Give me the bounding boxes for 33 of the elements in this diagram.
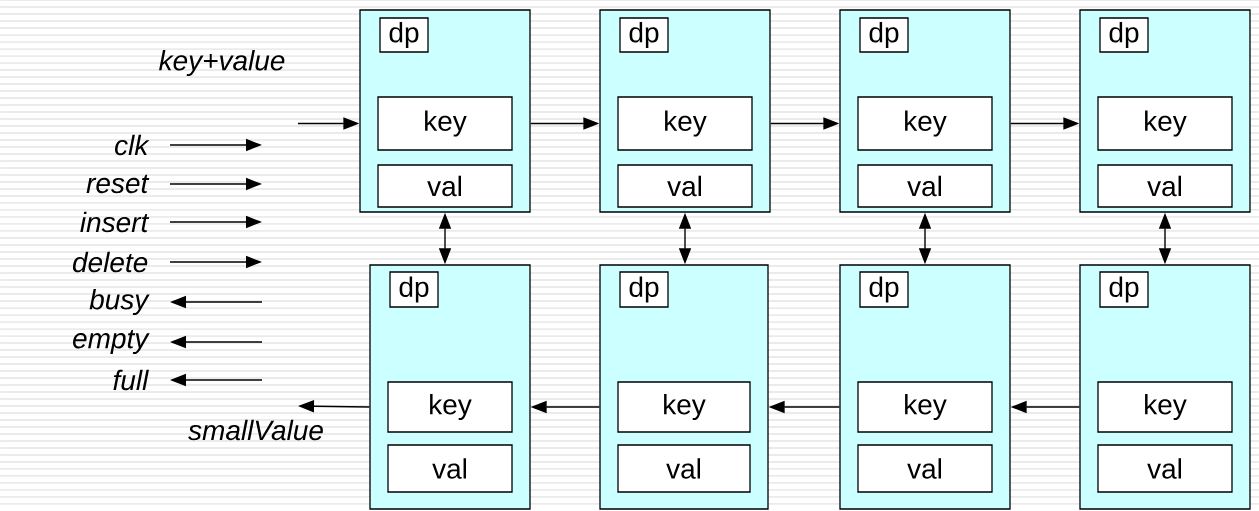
key-box: key [617,96,753,151]
val-box: val [1097,164,1233,208]
key-box: key [1097,96,1233,151]
key-box: key [377,96,513,151]
dp-box: dp [1099,271,1149,308]
key-box: key [617,381,751,433]
val-box: val [377,164,513,208]
dp-box: dp [389,271,439,308]
val-box: val [857,444,993,493]
signal-label: delete [72,251,148,273]
signal-label: empty [73,330,150,354]
val-box: val [617,444,751,493]
dp-box: dp [619,271,669,308]
dp-box: dp [859,17,909,53]
dp-box: dp [619,17,669,53]
val-box: val [857,164,993,208]
signal-label: clk [115,134,150,156]
signal-label: full [113,369,149,391]
dp-box: dp [1099,17,1149,53]
key-box: key [387,381,513,433]
val-box: val [387,444,513,493]
key-box: key [857,96,993,151]
dp-box: dp [859,271,909,308]
dp-box: dp [379,17,429,53]
key-box: key [1097,381,1233,433]
val-box: val [1097,444,1233,493]
signal-label: insert [80,211,150,233]
key-box: key [857,381,993,433]
val-box: val [617,164,753,208]
signal-label: reset [86,174,150,194]
signal-label: key+value [159,49,285,77]
signal-label: busy [89,288,150,316]
signal-label: smallValue [188,419,323,441]
